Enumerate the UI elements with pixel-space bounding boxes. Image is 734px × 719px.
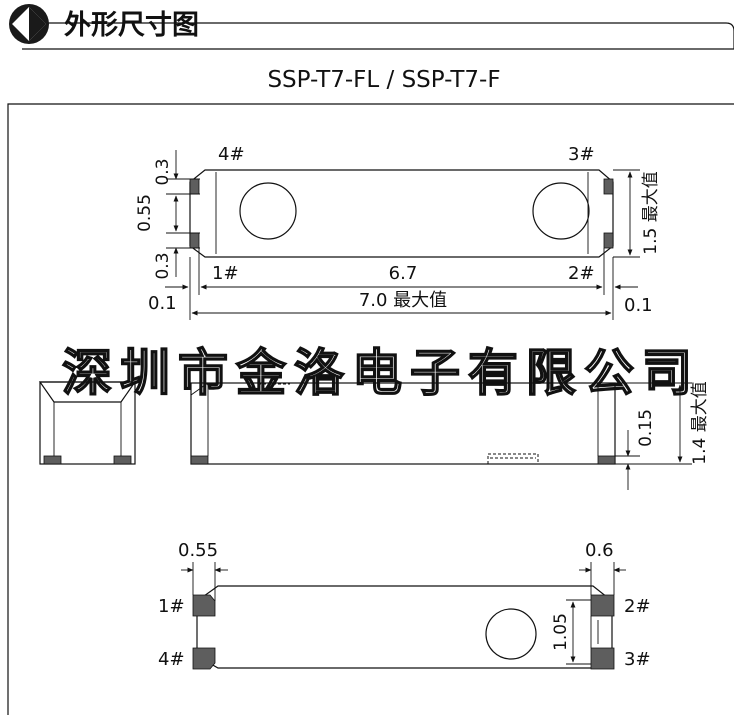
section-header: 外形尺寸图	[9, 4, 734, 50]
dim-right-offset: 0.1	[624, 295, 653, 316]
pad-2	[603, 232, 614, 249]
dim-pad-height: 0.15	[636, 409, 656, 447]
pin-label-2: 2#	[568, 263, 595, 284]
dim-height: 1.5 最大值	[641, 171, 661, 254]
dim-left-mid: 0.55	[135, 194, 155, 232]
diamond-badge-icon	[9, 4, 49, 44]
dim-pad-span: 1.05	[551, 613, 571, 651]
company-watermark: 深圳市金洛电子有限公司	[62, 343, 700, 402]
dim-left-pad: 0.55	[178, 540, 218, 561]
section-title: 外形尺寸图	[64, 10, 199, 41]
dim-overall-length: 7.0 最大值	[359, 290, 447, 311]
pin-label-1: 1#	[212, 263, 239, 284]
top-view: 4# 3# 1# 2# 0.3 0.55 0.3 1.5 最大值 6.7 7.0…	[135, 144, 661, 320]
pad-4	[189, 178, 200, 195]
bottom-view: 1# 4# 2# 3# 0.55 0.6 1.05	[158, 540, 651, 670]
dim-total-height: 1.4 最大值	[690, 381, 710, 464]
bottom-dot	[485, 608, 537, 660]
bottom-pad-3	[590, 647, 615, 670]
bottom-pad-4	[192, 647, 216, 670]
pad-1	[189, 232, 200, 249]
drawing-frame	[7, 103, 734, 715]
side-view: 0.15 1.4 最大值	[190, 381, 710, 490]
model-number: SSP-T7-FL / SSP-T7-F	[267, 67, 500, 93]
dim-left-offset: 0.1	[148, 293, 177, 314]
bottom-pin-label-1: 1#	[158, 596, 185, 617]
bottom-pad-1	[192, 594, 216, 617]
dim-left-top: 0.3	[153, 158, 173, 185]
crystal-dot-left	[239, 182, 297, 240]
bottom-pin-label-2: 2#	[624, 596, 651, 617]
pin-label-3: 3#	[568, 144, 595, 165]
dim-pad-pitch: 6.7	[389, 263, 418, 284]
bottom-pad-2	[590, 594, 615, 617]
end-view	[38, 381, 137, 465]
pad-3	[603, 178, 614, 195]
pin-label-4: 4#	[218, 144, 245, 165]
dim-right-pad: 0.6	[585, 540, 614, 561]
bottom-pin-label-3: 3#	[624, 649, 651, 670]
bottom-pin-label-4: 4#	[158, 649, 185, 670]
crystal-dot-right	[532, 182, 590, 240]
dim-left-bottom: 0.3	[153, 252, 173, 279]
